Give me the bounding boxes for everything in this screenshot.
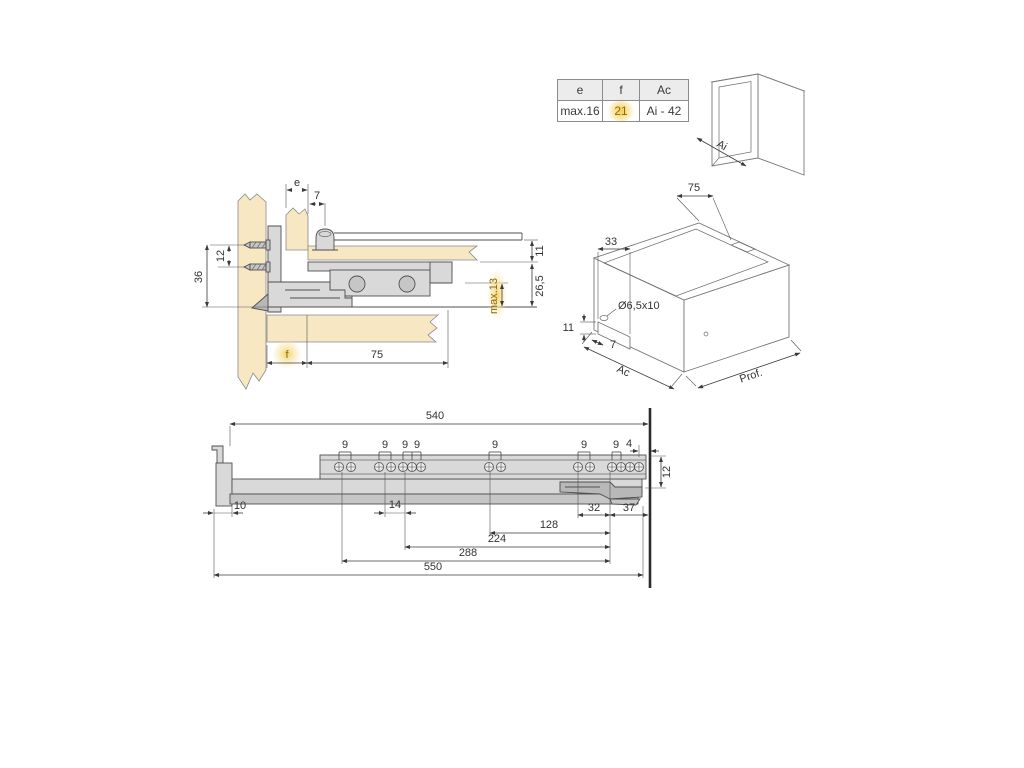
spec-header-ac: Ac — [639, 79, 689, 101]
dim-12-rail: 12 — [661, 466, 673, 478]
dim-75-back: 75 — [688, 182, 700, 194]
dim-36: 36 — [193, 271, 205, 283]
spec-table-header-row: e f Ac — [557, 79, 689, 101]
dim-7-front: 7 — [314, 190, 320, 202]
spec-header-e: e — [557, 79, 603, 101]
dim-75-bracket: 75 — [371, 349, 383, 361]
dim-11-top: 11 — [534, 245, 546, 256]
hole-crosses — [335, 463, 643, 471]
dim-540: 540 — [426, 410, 444, 422]
inner-rail — [229, 493, 639, 505]
drawer-bottom-wood — [307, 245, 479, 261]
highlighted-value: 21 — [607, 101, 635, 121]
spec-value-e: max.16 — [557, 100, 603, 122]
spec-value-f: 21 — [602, 100, 640, 122]
dim-26-5: 26,5 — [534, 275, 546, 296]
dim-pitch-3: 9 — [402, 439, 408, 451]
pitch-marks — [338, 451, 622, 460]
dim-224: 224 — [488, 533, 506, 545]
dim-37: 37 — [623, 502, 635, 514]
dim-4: 4 — [626, 438, 632, 450]
rear-latch — [559, 481, 643, 506]
spec-table: e f Ac max.16 21 Ai - 42 — [557, 79, 689, 122]
dim-pitch-1: 9 — [342, 439, 348, 451]
dim-11-notch: 11 — [563, 322, 574, 334]
drawer-isometric-drawing: 75 33 11 Ø6,5x10 7 Ac — [563, 182, 802, 390]
dim-14: 14 — [389, 499, 401, 511]
dim-max13: max.13 — [488, 278, 500, 314]
dim-33: 33 — [605, 236, 617, 248]
dim-e: e — [294, 177, 300, 189]
dim-12-screws: 12 — [215, 250, 227, 262]
dim-288: 288 — [459, 547, 477, 559]
dim-pitch-7: 9 — [613, 439, 619, 451]
dim-pitch-2: 9 — [382, 439, 388, 451]
front-hook — [211, 445, 224, 464]
front-panel-wood — [237, 193, 267, 390]
dim-32: 32 — [588, 502, 600, 514]
label-hole-size: Ø6,5x10 — [618, 300, 660, 312]
cabinet-rail — [319, 454, 647, 480]
dim-prof: Prof. — [738, 367, 764, 386]
dim-pitch-4: 9 — [414, 439, 420, 451]
dim-pitch-6: 9 — [581, 439, 587, 451]
dim-10: 10 — [234, 500, 246, 512]
slide-side-view-drawing: 9 9 9 9 9 9 9 4 12 540 — [203, 408, 673, 588]
drawer-front-wood — [285, 207, 309, 251]
mounting-screws — [242, 239, 271, 273]
cross-section-drawing: e 7 12 36 11 26,5 max.13 — [193, 177, 546, 390]
dim-7-hole: 7 — [610, 339, 616, 351]
spec-header-f: f — [602, 79, 640, 101]
lower-panel-wood — [266, 314, 440, 343]
dim-ac: Ac — [615, 363, 632, 380]
dim-550: 550 — [424, 561, 442, 573]
spec-value-ac: Ai - 42 — [639, 100, 689, 122]
cabinet-box-drawing: Ai — [696, 73, 806, 176]
spec-table-value-row: max.16 21 Ai - 42 — [557, 100, 689, 122]
dim-128: 128 — [540, 519, 558, 531]
dim-pitch-5: 9 — [492, 439, 498, 451]
dim-f: f — [285, 349, 289, 361]
